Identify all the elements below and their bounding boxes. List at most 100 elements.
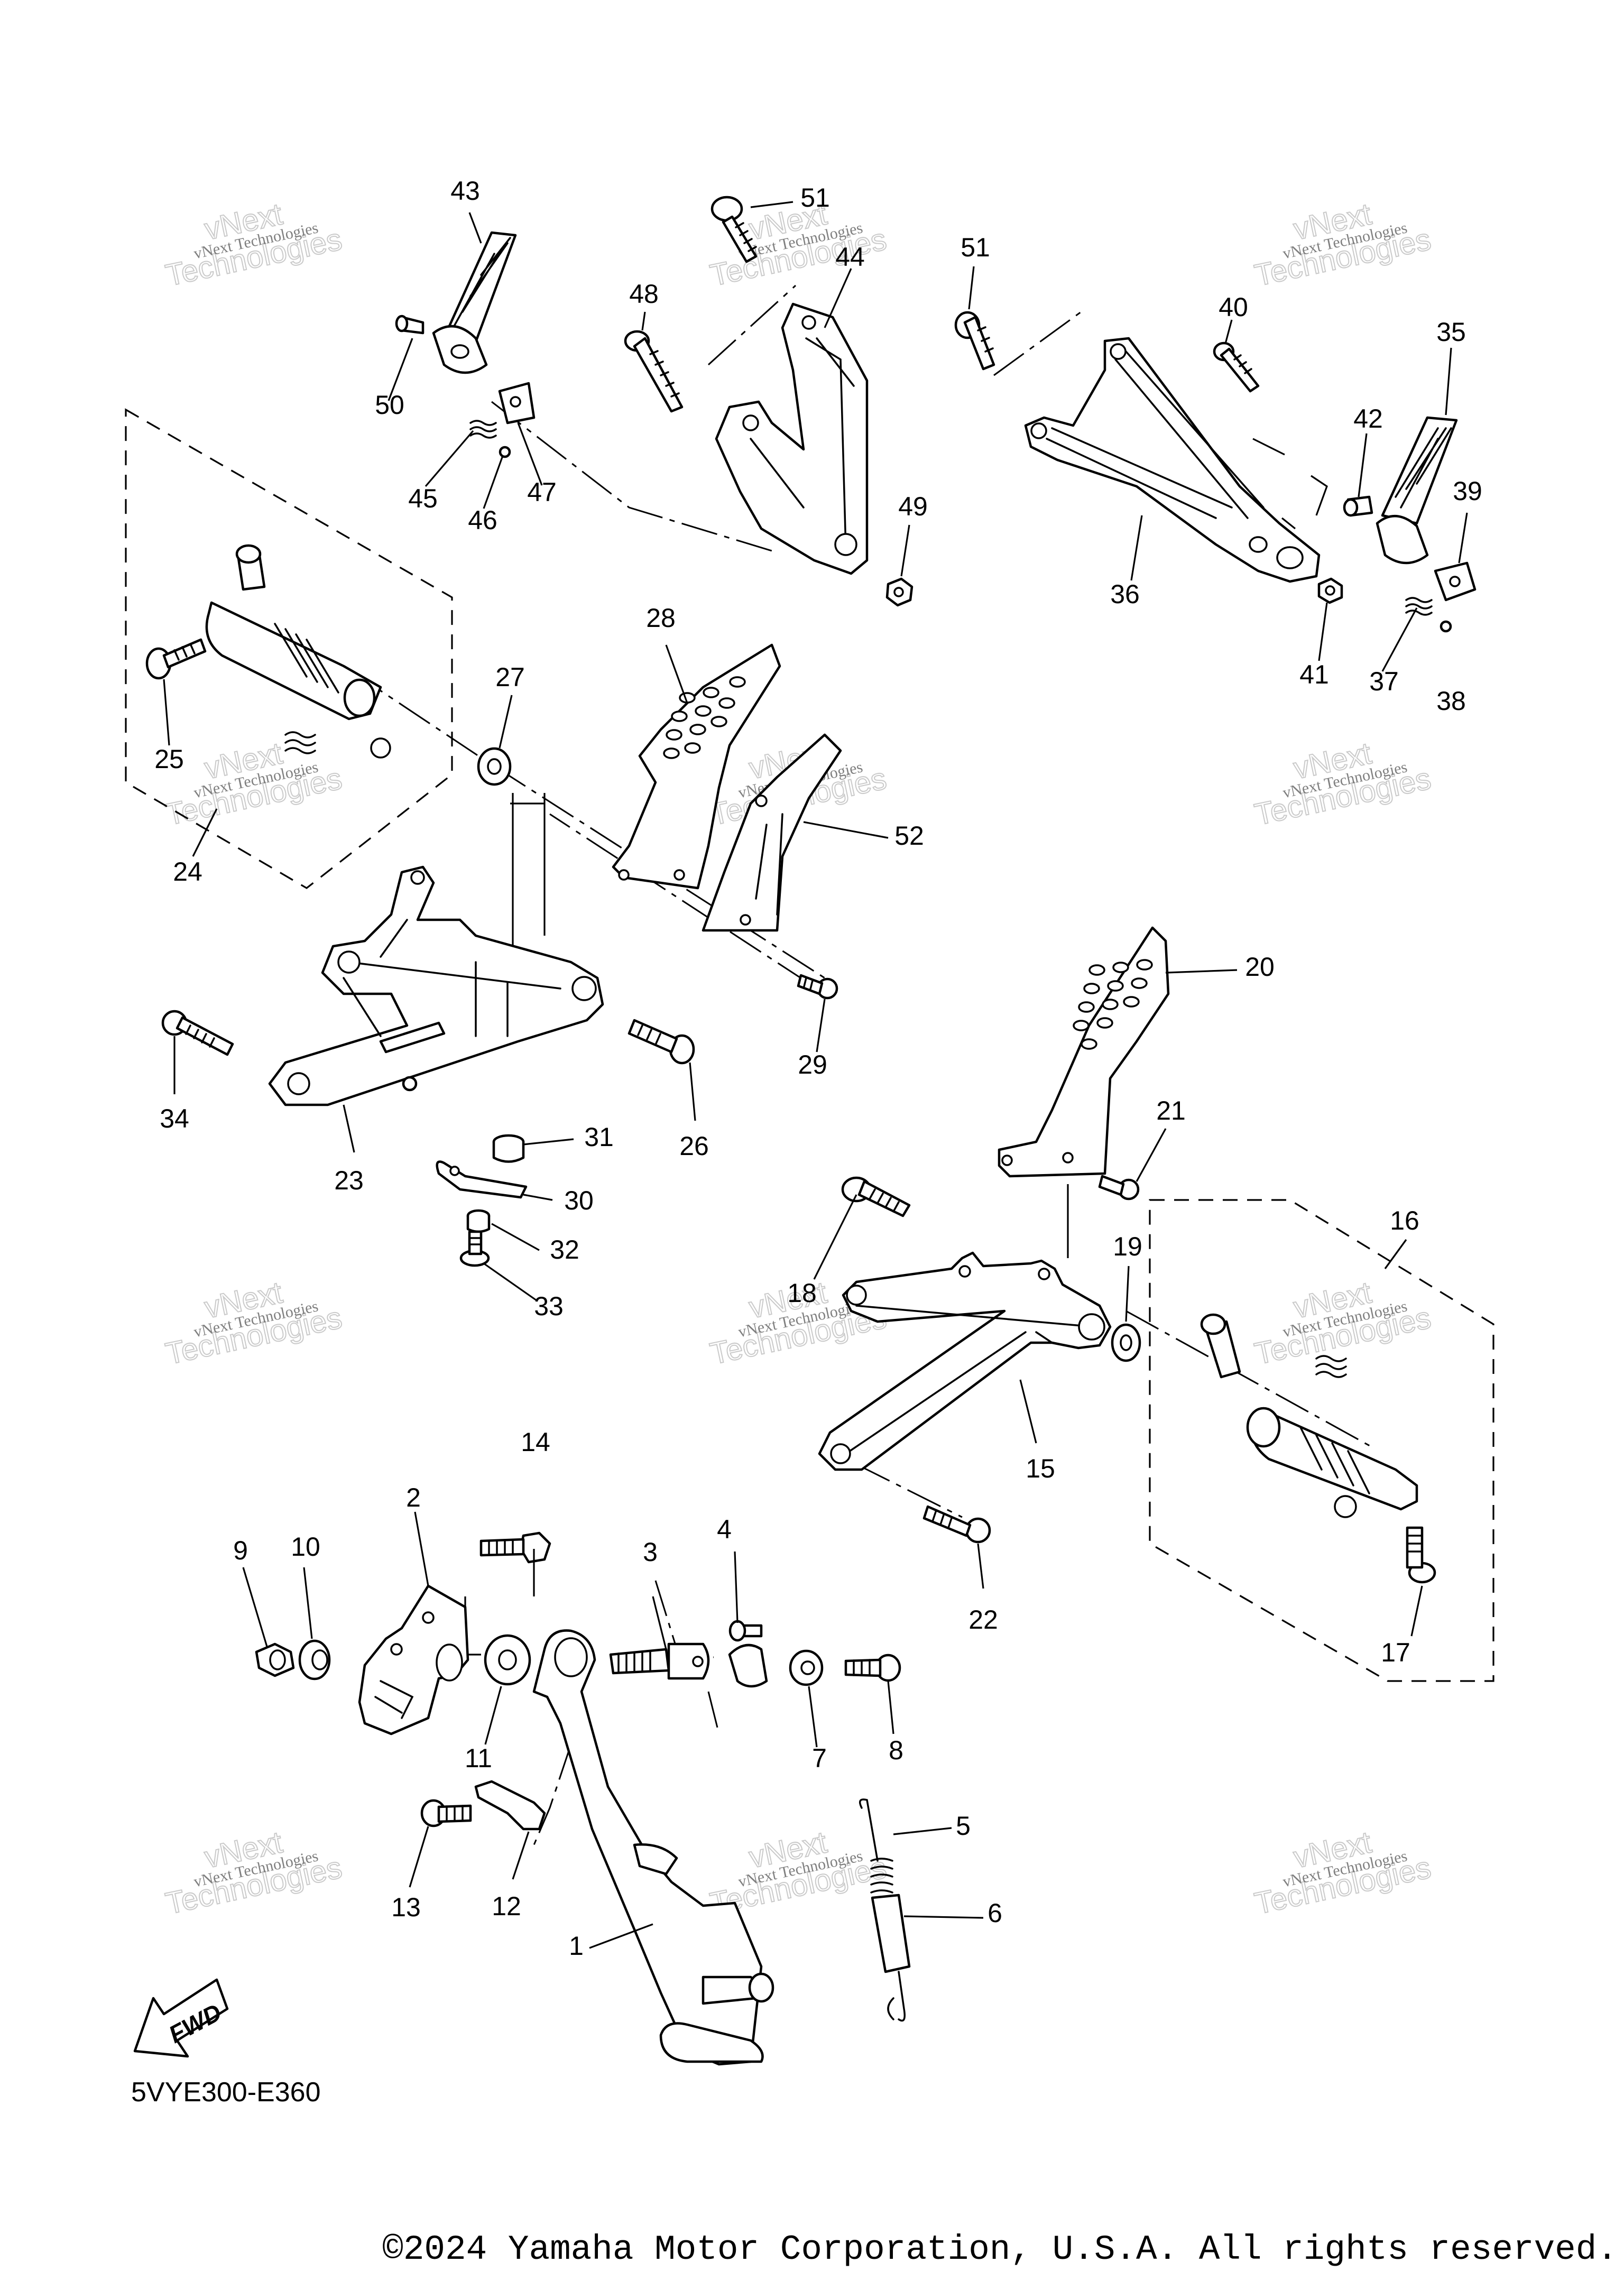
callout-49: 49 bbox=[898, 492, 928, 521]
part-46-ball bbox=[499, 446, 511, 458]
part-31-damper bbox=[492, 1134, 525, 1163]
callout-38: 38 bbox=[1436, 686, 1466, 716]
callout-34: 34 bbox=[160, 1104, 189, 1133]
part-23-bracket bbox=[268, 865, 604, 1106]
callout-13: 13 bbox=[391, 1892, 421, 1922]
part-51-bolt bbox=[954, 311, 995, 371]
part-28-heel-guard bbox=[612, 643, 781, 890]
part-49-nut bbox=[885, 577, 914, 607]
callout-1: 1 bbox=[569, 1931, 584, 1961]
part-26-bolt bbox=[628, 1019, 695, 1065]
callout-11: 11 bbox=[465, 1743, 492, 1773]
callout-36: 36 bbox=[1110, 579, 1140, 609]
callout-12: 12 bbox=[492, 1891, 521, 1921]
callout-30: 30 bbox=[564, 1186, 594, 1215]
part-4-switch-bracket bbox=[728, 1620, 768, 1688]
callout-47: 47 bbox=[527, 477, 557, 507]
callout-33: 33 bbox=[534, 1291, 564, 1321]
callout-42: 42 bbox=[1353, 404, 1383, 433]
part-20-heel-guard bbox=[998, 926, 1170, 1178]
part-43-footpeg bbox=[432, 231, 517, 374]
watermark: vNext Technologies vNext Technologies bbox=[1251, 196, 1435, 293]
callout-48: 48 bbox=[629, 279, 659, 309]
part-24-footpeg-assembly bbox=[205, 544, 391, 759]
part-21-bolt bbox=[1098, 1175, 1140, 1201]
part-27-washer bbox=[477, 747, 512, 786]
part-16-footpeg-assembly bbox=[1200, 1313, 1418, 1518]
part-50-pin bbox=[395, 315, 425, 335]
part-41-nut bbox=[1317, 577, 1343, 604]
part-11-washer bbox=[484, 1634, 531, 1686]
part-42-pin bbox=[1343, 495, 1373, 517]
callout-leaders bbox=[163, 201, 1468, 1949]
part-34-bolt bbox=[161, 1010, 234, 1056]
part-2-bracket bbox=[358, 1584, 469, 1735]
part-7-collar bbox=[789, 1649, 824, 1686]
part-13-bolt bbox=[420, 1799, 472, 1827]
part-5-6-spring bbox=[859, 1798, 911, 2022]
assembly-box-16 bbox=[1149, 1199, 1494, 1682]
part-12-clip bbox=[474, 1780, 546, 1831]
callout-51: 51 bbox=[800, 183, 830, 213]
callout-26: 26 bbox=[679, 1131, 709, 1161]
callout-19: 19 bbox=[1113, 1232, 1142, 1261]
callout-15: 15 bbox=[1026, 1454, 1055, 1483]
part-3-pivot-bolt bbox=[609, 1642, 710, 1680]
part-29-bolt bbox=[797, 974, 838, 1000]
callout-20: 20 bbox=[1245, 952, 1275, 982]
part-38-ball bbox=[1440, 620, 1452, 633]
part-17-bolt bbox=[1406, 1526, 1436, 1584]
callout-5: 5 bbox=[956, 1811, 971, 1841]
heel-guard-holes bbox=[663, 676, 746, 759]
callout-27: 27 bbox=[495, 662, 525, 692]
diagram-code: 5VYE300-E360 bbox=[131, 2077, 321, 2108]
callout-32: 32 bbox=[550, 1235, 579, 1264]
part-22-bolt bbox=[922, 1505, 991, 1544]
watermark: vNext Technologies vNext Technologies bbox=[1251, 1275, 1435, 1372]
watermark: vNext Technologies vNext Technologies bbox=[1251, 735, 1435, 833]
callout-2: 2 bbox=[406, 1483, 421, 1512]
part-33-bolt bbox=[459, 1230, 490, 1267]
callout-4: 4 bbox=[717, 1515, 732, 1544]
part-52-plate bbox=[702, 733, 842, 932]
callout-44: 44 bbox=[835, 242, 865, 272]
callout-21: 21 bbox=[1156, 1096, 1186, 1125]
part-10-collar bbox=[298, 1639, 331, 1680]
part-19-washer bbox=[1111, 1323, 1141, 1362]
callout-14: 14 bbox=[521, 1427, 550, 1457]
heel-guard-holes bbox=[1073, 959, 1153, 1050]
callout-17: 17 bbox=[1381, 1638, 1410, 1667]
callout-16: 16 bbox=[1390, 1206, 1419, 1235]
part-44-bracket bbox=[715, 302, 869, 575]
callout-24: 24 bbox=[173, 857, 202, 887]
part-8-bolt bbox=[844, 1654, 901, 1682]
part-39-bracket bbox=[1434, 561, 1477, 602]
callout-25: 25 bbox=[154, 744, 184, 774]
callout-45: 45 bbox=[408, 484, 438, 513]
callout-8: 8 bbox=[889, 1735, 903, 1765]
callout-37: 37 bbox=[1369, 667, 1399, 696]
part-36-bracket bbox=[1024, 337, 1321, 583]
callout-9: 9 bbox=[233, 1536, 248, 1565]
part-47-bracket bbox=[498, 382, 536, 424]
watermark: vNext Technologies vNext Technologies bbox=[162, 1824, 346, 1922]
callout-22: 22 bbox=[968, 1605, 998, 1635]
callout-28: 28 bbox=[646, 603, 676, 633]
callout-51: 51 bbox=[961, 233, 990, 262]
assembly-box-24 bbox=[125, 408, 453, 889]
callout-labels: 43 51 44 48 49 51 40 35 42 39 36 41 37 3… bbox=[154, 176, 1482, 1961]
callout-46: 46 bbox=[468, 505, 497, 535]
part-15-bracket bbox=[818, 1251, 1112, 1471]
part-37-spring bbox=[1405, 597, 1433, 616]
part-14-bolt bbox=[479, 1531, 551, 1564]
callout-3: 3 bbox=[643, 1537, 658, 1567]
part-25-bolt bbox=[145, 638, 207, 680]
callout-39: 39 bbox=[1453, 476, 1482, 506]
callout-35: 35 bbox=[1436, 317, 1466, 347]
part-45-spring bbox=[469, 420, 497, 439]
callout-31: 31 bbox=[584, 1122, 614, 1152]
callout-18: 18 bbox=[787, 1278, 817, 1308]
callout-50: 50 bbox=[375, 390, 404, 420]
